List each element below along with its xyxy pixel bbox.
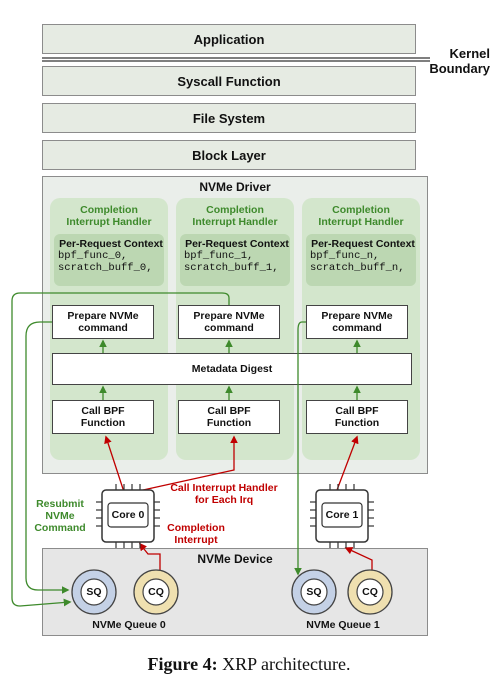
kernel-boundary-label: Kernel Boundary [429,46,490,76]
cq1-ring-icon [347,569,393,615]
nvme-queue-1-label: NVMe Queue 1 [306,619,380,631]
arrow-cq0-to-core0 [139,542,161,574]
file-system-layer: File System [42,103,416,133]
handler-title-n-line1: Completion [332,204,390,216]
call-0-line2: Function [80,417,126,429]
context-func-n: bpf_func_n, [310,250,380,262]
call-handler-line1: Call Interrupt Handler [170,482,278,494]
completion-line2: Interrupt [174,534,218,546]
block-layer: Block Layer [42,140,416,170]
sq1-ring-icon [291,569,337,615]
arrow-core1-to-calln [336,435,359,491]
cq0-label: CQ [148,586,164,598]
per-request-context-0: Per-Request Context bpf_func_0, scratch_… [54,234,164,286]
kernel-boundary-line [42,57,430,62]
kernel-boundary-line2: Boundary [429,61,490,76]
call-1-line2: Function [206,417,252,429]
prepare-n-line1: Prepare NVMe [321,310,393,322]
nvme-queue-0-label: NVMe Queue 0 [92,619,166,631]
prepare-1-line2: command [204,322,254,334]
resubmit-line3: Command [34,522,86,534]
context-func-0: bpf_func_0, [58,250,128,262]
core-0-chip [96,484,160,548]
handler-title-0-line2: Interrupt Handler [66,216,152,228]
completion-line1: Completion [167,522,225,534]
nvme-device-title: NVMe Device [197,552,273,566]
prepare-0-line1: Prepare NVMe [67,310,139,322]
handler-title-0: Completion Interrupt Handler [50,204,168,228]
syscall-layer: Syscall Function [42,66,416,96]
context-buff-n: scratch_buff_n, [310,262,405,274]
prepare-0-line2: command [78,322,128,334]
handler-title-n-line2: Interrupt Handler [318,216,404,228]
caption-text: XRP architecture. [217,654,351,674]
context-title-0: Per-Request Context [59,238,163,250]
call-n-line2: Function [334,417,380,429]
context-title-n: Per-Request Context [311,238,415,250]
resubmit-annotation: Resubmit NVMe Command [30,498,90,534]
context-title-1: Per-Request Context [185,238,289,250]
sq0-ring-icon [71,569,117,615]
handler-title-0-line1: Completion [80,204,138,216]
arrow-core0-to-call0 [104,435,125,493]
sq1-label: SQ [306,586,322,598]
context-func-1: bpf_func_1, [184,250,254,262]
handler-title-n: Completion Interrupt Handler [302,204,420,228]
cq1-label: CQ [362,586,378,598]
core-0-label: Core 0 [111,509,145,521]
resubmit-line2: NVMe [45,510,75,522]
call-1-line1: Call BPF [207,405,251,417]
handler-title-1: Completion Interrupt Handler [176,204,294,228]
per-request-context-1: Per-Request Context bpf_func_1, scratch_… [180,234,290,286]
per-request-context-n: Per-Request Context bpf_func_n, scratch_… [306,234,416,286]
prepare-n-line2: command [332,322,382,334]
call-0-line1: Call BPF [81,405,125,417]
prepare-1-line1: Prepare NVMe [193,310,265,322]
arrow-core0-to-call1 [133,435,238,493]
sq0-label: SQ [86,586,102,598]
kernel-boundary-line1: Kernel [449,46,490,61]
call-n-line1: Call BPF [335,405,379,417]
resubmit-path-prepare1 [11,292,230,607]
call-handler-annotation: Call Interrupt Handler for Each Irq [154,482,294,506]
core-1-label: Core 1 [325,509,359,521]
resubmit-line1: Resubmit [36,498,84,510]
cq0-ring-icon [133,569,179,615]
resubmit-path-prepare0 [25,321,70,594]
figure-caption: Figure 4: XRP architecture. [0,654,498,675]
metadata-digest: Metadata Digest [52,353,412,385]
application-layer: Application [42,24,416,54]
call-handler-line2: for Each Irq [194,494,254,506]
nvme-driver-title: NVMe Driver [199,180,271,194]
context-buff-1: scratch_buff_1, [184,262,279,274]
context-buff-0: scratch_buff_0, [58,262,153,274]
completion-interrupt-annotation: Completion Interrupt [160,522,232,546]
handler-title-1-line1: Completion [206,204,264,216]
submit-path-preparen [294,321,306,576]
caption-label: Figure 4: [147,654,218,674]
core-1-chip [310,484,374,548]
handler-title-1-line2: Interrupt Handler [192,216,278,228]
